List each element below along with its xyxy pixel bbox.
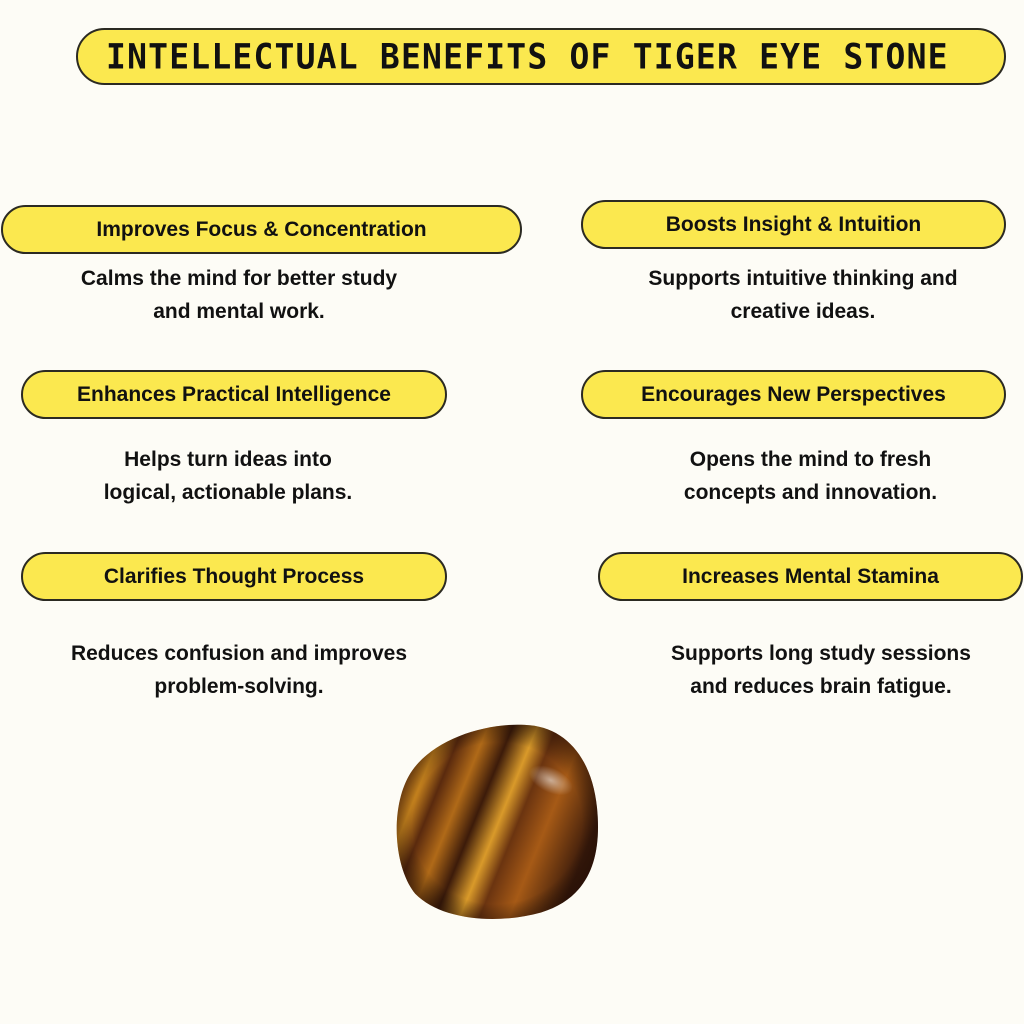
benefit-description-practical: Helps turn ideas into logical, actionabl… — [1, 443, 455, 509]
benefit-heading-perspectives: Encourages New Perspectives — [581, 370, 1006, 419]
benefit-description-clarity: Reduces confusion and improves problem-s… — [1, 637, 477, 703]
description-line: logical, actionable plans. — [103, 481, 353, 504]
benefit-description-focus: Calms the mind for better study and ment… — [1, 262, 477, 328]
description-line: Supports long study sessions — [671, 642, 971, 665]
title-banner: INTELLECTUAL BENEFITS OF TIGER EYE STONE — [76, 28, 1006, 85]
benefit-heading-label: Boosts Insight & Intuition — [665, 212, 922, 236]
benefit-heading-label: Improves Focus & Concentration — [96, 217, 427, 241]
benefit-heading-insight: Boosts Insight & Intuition — [581, 200, 1006, 249]
description-line: and mental work. — [153, 300, 325, 323]
page-title: INTELLECTUAL BENEFITS OF TIGER EYE STONE — [106, 36, 949, 77]
description-line: and reduces brain fatigue. — [690, 675, 952, 698]
description-line: concepts and innovation. — [683, 481, 938, 504]
benefit-heading-stamina: Increases Mental Stamina — [598, 552, 1023, 601]
benefit-heading-label: Clarifies Thought Process — [103, 564, 365, 588]
benefit-heading-focus: Improves Focus & Concentration — [1, 205, 522, 254]
description-line: Opens the mind to fresh — [689, 448, 932, 471]
benefit-heading-practical: Enhances Practical Intelligence — [21, 370, 447, 419]
description-line: Calms the mind for better study — [80, 267, 398, 290]
benefit-heading-label: Enhances Practical Intelligence — [77, 382, 391, 406]
description-line: Helps turn ideas into — [124, 448, 332, 471]
description-line: Supports intuitive thinking and — [648, 267, 958, 290]
tiger-eye-stone-image — [396, 724, 598, 919]
description-line: creative ideas. — [730, 300, 876, 323]
benefit-heading-label: Encourages New Perspectives — [641, 382, 946, 406]
description-line: Reduces confusion and improves — [70, 642, 408, 665]
benefit-description-perspectives: Opens the mind to fresh concepts and inn… — [600, 443, 1021, 509]
benefit-description-stamina: Supports long study sessions and reduces… — [600, 637, 1024, 703]
description-line: problem-solving. — [154, 675, 324, 698]
benefit-description-insight: Supports intuitive thinking and creative… — [581, 262, 1024, 328]
benefit-heading-label: Increases Mental Stamina — [682, 564, 939, 588]
benefit-heading-clarity: Clarifies Thought Process — [21, 552, 447, 601]
